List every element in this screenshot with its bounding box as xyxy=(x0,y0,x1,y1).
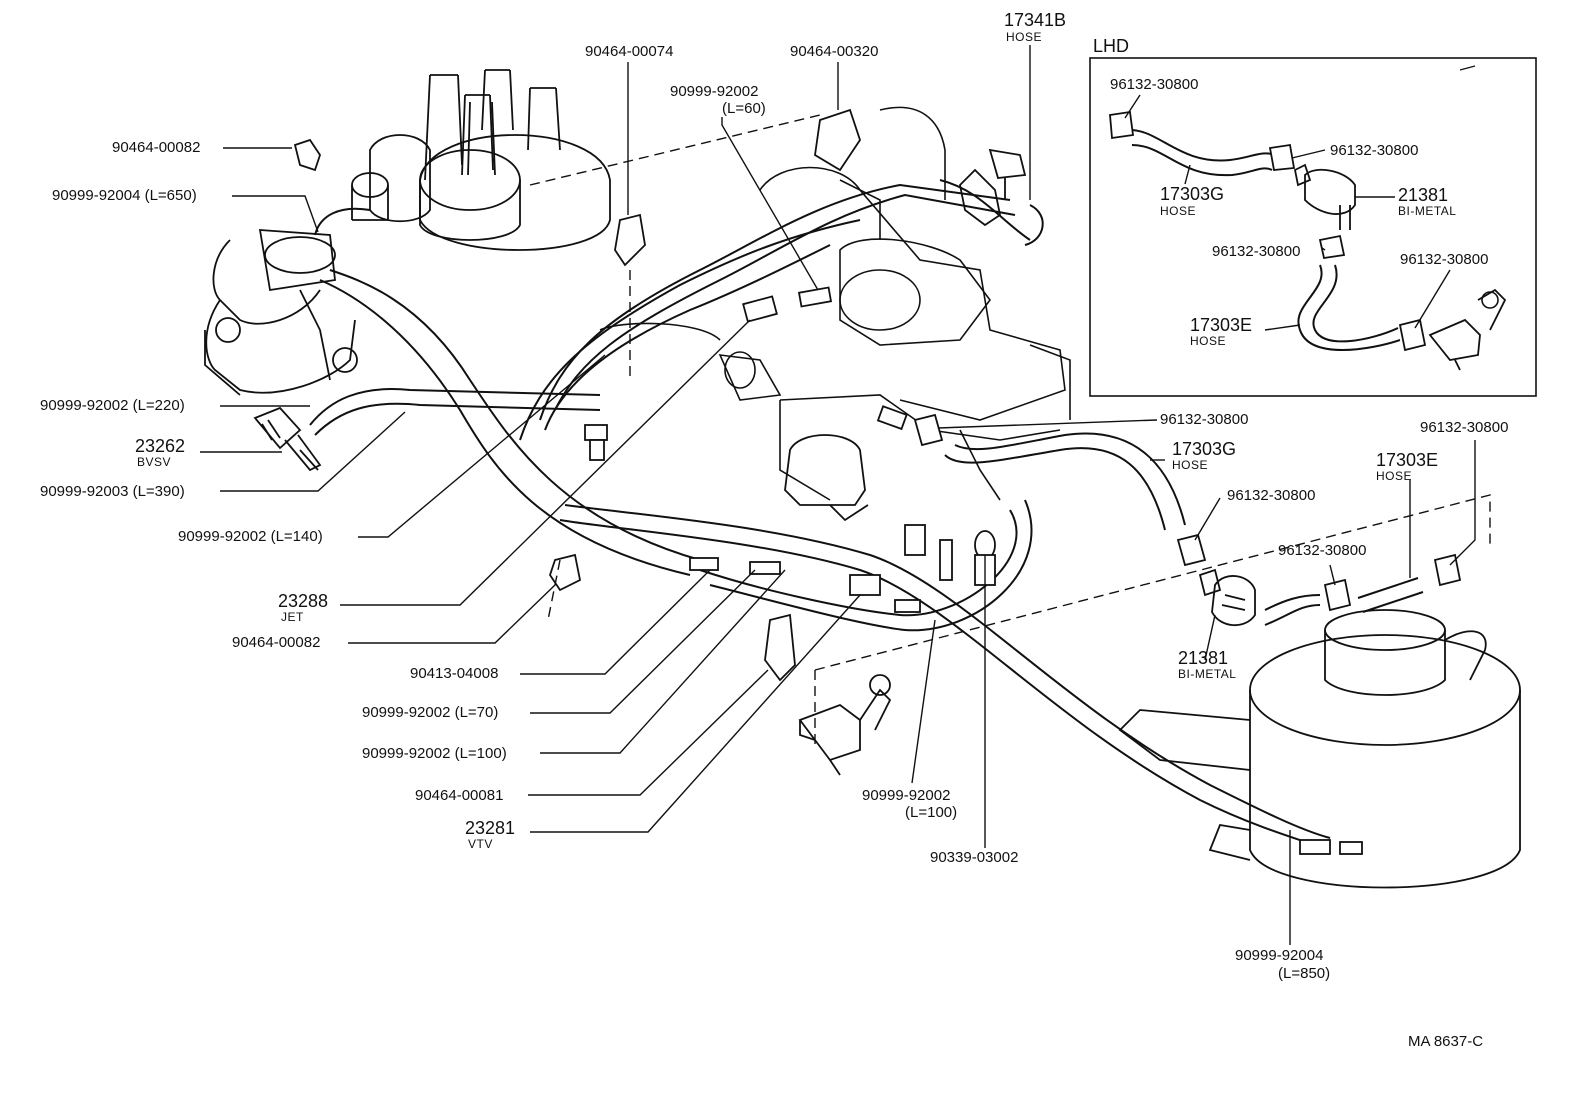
dashed-outlines xyxy=(529,114,1491,750)
inset-label-17303G-hose: HOSE xyxy=(1160,204,1196,218)
label-90999-92002-l60: 90999-92002 xyxy=(670,83,758,100)
label-90999-92002-l220: 90999-92002 (L=220) xyxy=(40,397,185,414)
label-23262: 23262 xyxy=(135,436,185,456)
bvsv-valve xyxy=(253,406,322,472)
inset-label-21381-bimetal: BI-METAL xyxy=(1398,204,1456,218)
label-17303E-hose: HOSE xyxy=(1376,469,1412,483)
label-90464-00082-top: 90464-00082 xyxy=(112,139,200,156)
label-90464-00081: 90464-00081 xyxy=(415,787,503,804)
label-90999-92002-l70: 90999-92002 (L=70) xyxy=(362,704,498,721)
label-90999-92002-l100: 90999-92002 (L=100) xyxy=(362,745,507,762)
inset-label-17303E: 17303E xyxy=(1190,315,1252,335)
leader-lines xyxy=(200,45,1476,945)
label-21381-bimetal: BI-METAL xyxy=(1178,667,1236,681)
label-90999-92002-l100b: 90999-92002 xyxy=(862,787,950,804)
label-23281: 23281 xyxy=(465,818,515,838)
label-90999-92002-l140: 90999-92002 (L=140) xyxy=(178,528,323,545)
label-96132-30800-c1: 96132-30800 xyxy=(1227,487,1315,504)
label-23281-vtv: VTV xyxy=(468,837,493,851)
dashpot-unit xyxy=(784,434,869,522)
labels: 90464-00074 90464-00320 17341B HOSE 9099… xyxy=(40,10,1508,1050)
label-90999-92004-l650: 90999-92004 (L=650) xyxy=(52,187,197,204)
distributor-cap xyxy=(419,69,611,251)
label-90999-92002-l100b-length: (L=100) xyxy=(905,804,957,821)
label-17303G: 17303G xyxy=(1172,439,1236,459)
label-17303E: 17303E xyxy=(1376,450,1438,470)
vtv-valve xyxy=(798,674,892,776)
hoses xyxy=(309,179,1424,851)
label-21381: 21381 xyxy=(1178,648,1228,668)
label-96132-30800-c2: 96132-30800 xyxy=(1278,542,1366,559)
label-17341B-hose: HOSE xyxy=(1006,30,1042,44)
label-90999-92002-l60-length: (L=60) xyxy=(722,100,766,117)
drawing-code: MA 8637-C xyxy=(1408,1033,1483,1050)
vacuum-advance-unit xyxy=(351,134,431,223)
label-90339-03002: 90339-03002 xyxy=(930,849,1018,866)
label-23288-jet: JET xyxy=(281,610,304,624)
label-96132-30800-right: 96132-30800 xyxy=(1420,419,1508,436)
label-17341B: 17341B xyxy=(1004,10,1066,30)
label-96132-30800-mid: 96132-30800 xyxy=(1160,411,1248,428)
label-90464-00074: 90464-00074 xyxy=(585,43,673,60)
label-90464-00082-bottom: 90464-00082 xyxy=(232,634,320,651)
inset-label-96132-30800-a: 96132-30800 xyxy=(1110,76,1198,93)
clamps xyxy=(293,108,1462,682)
label-23288: 23288 xyxy=(278,591,328,611)
label-90999-92004-l850-length: (L=850) xyxy=(1278,965,1330,982)
inset-label-96132-30800-d: 96132-30800 xyxy=(1400,251,1488,268)
inset-label-96132-30800-c: 96132-30800 xyxy=(1212,243,1300,260)
label-90999-92003-l390: 90999-92003 (L=390) xyxy=(40,483,185,500)
label-90464-00320: 90464-00320 xyxy=(790,43,878,60)
inset-label-17303G: 17303G xyxy=(1160,184,1224,204)
label-17303G-hose: HOSE xyxy=(1172,458,1208,472)
lhd-inset-frame xyxy=(1089,57,1537,397)
lhd-inset-title: LHD xyxy=(1093,36,1129,56)
bi-metal-valve xyxy=(1198,568,1256,627)
vacuum-switch xyxy=(959,148,1027,227)
inset-label-17303E-hose: HOSE xyxy=(1190,334,1226,348)
label-90413-04008: 90413-04008 xyxy=(410,665,498,682)
intake-manifold-left xyxy=(204,229,358,396)
inset-label-21381: 21381 xyxy=(1398,185,1448,205)
label-90999-92004-l850: 90999-92004 xyxy=(1235,947,1323,964)
lhd-inset xyxy=(1089,57,1537,397)
inset-label-96132-30800-b: 96132-30800 xyxy=(1330,142,1418,159)
connectors xyxy=(584,286,1363,855)
label-23262-bvsv: BVSV xyxy=(137,455,171,469)
